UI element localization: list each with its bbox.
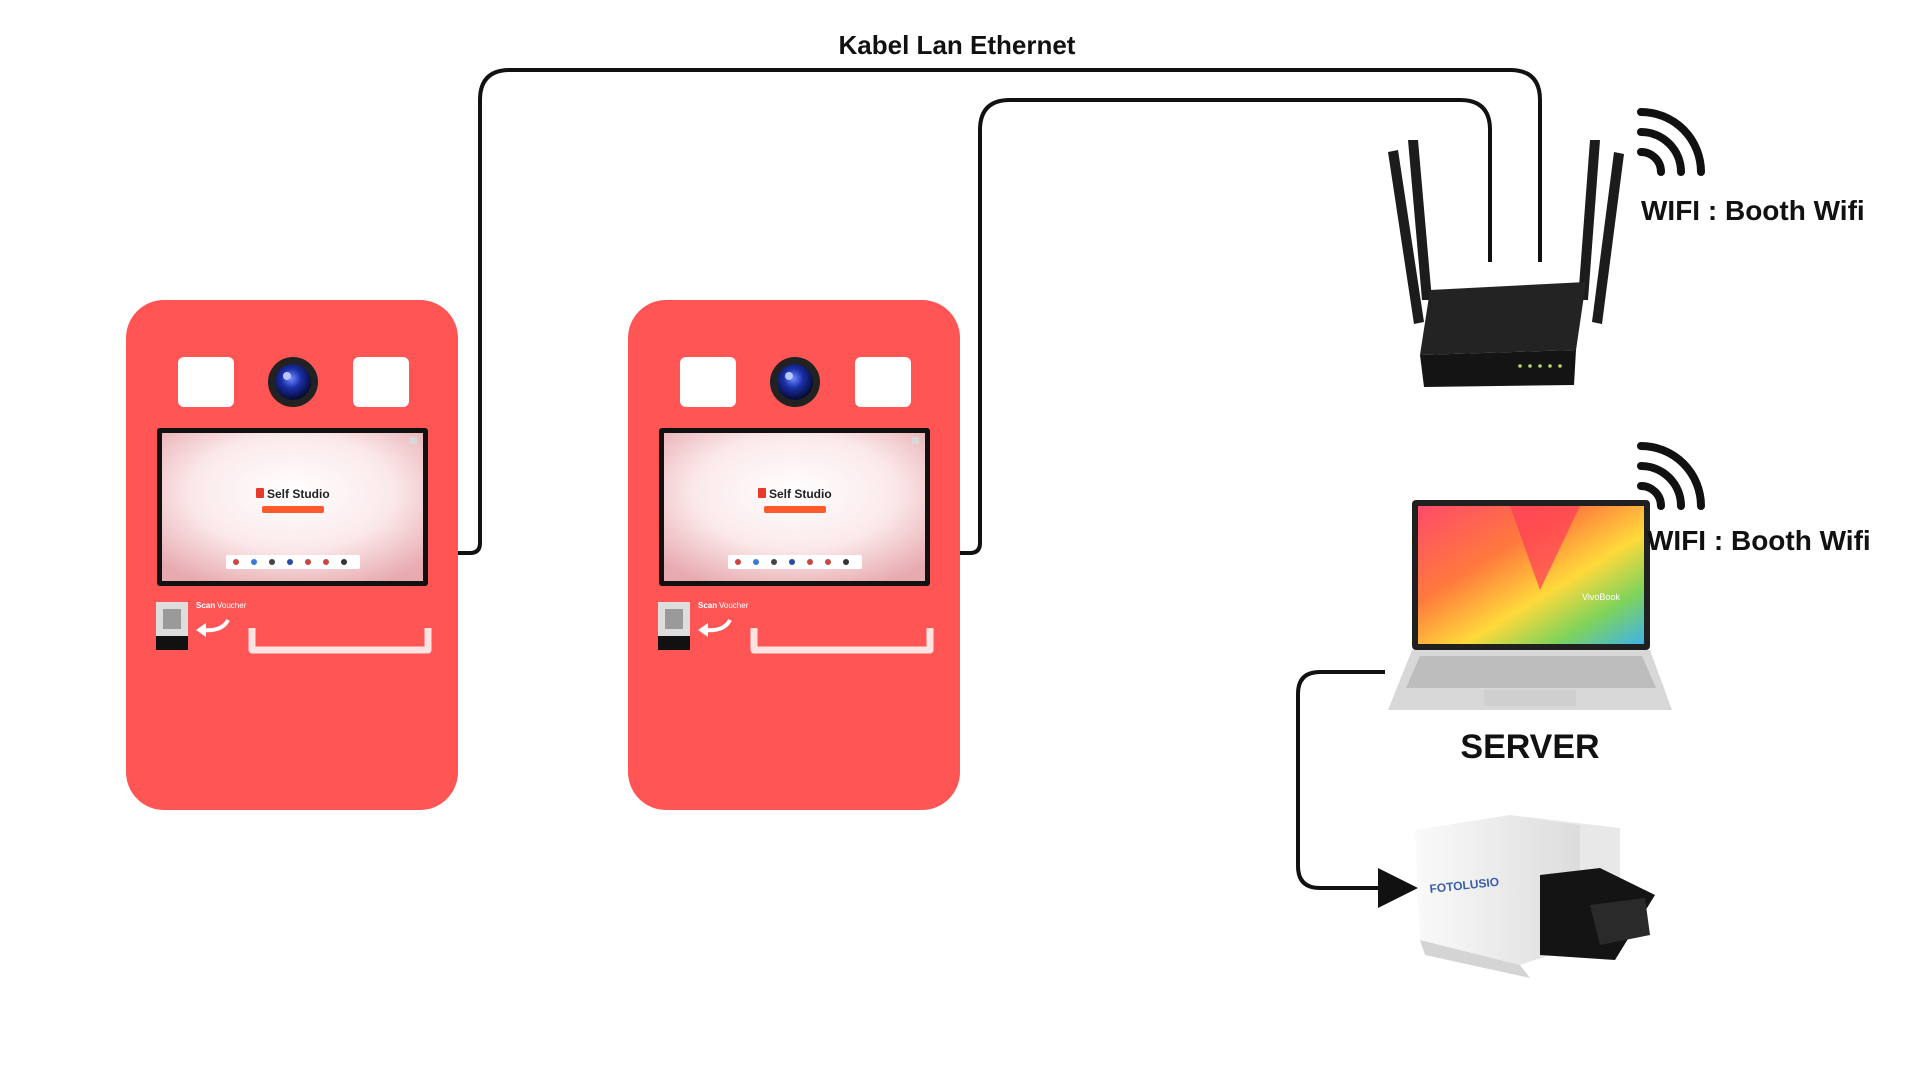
scan-voucher-text: Voucher [217,601,247,610]
scan-voucher-bold: Scan [698,601,717,610]
flash-light-right [353,357,409,407]
camera-lens-icon [770,357,820,407]
cable-label: Kabel Lan Ethernet [839,30,1076,60]
start-button[interactable] [764,506,826,513]
laptop-wifi-label: WIFI : Booth Wifi [1647,525,1871,556]
screen-corner-button[interactable] [912,437,919,444]
screen-brand: Self Studio [769,487,832,501]
ethernet-cable-booth-1 [454,68,1542,555]
router-wifi-label: WIFI : Booth Wifi [1641,195,1865,226]
ethernet-cable-booth-2 [955,98,1492,555]
start-button[interactable] [262,506,324,513]
laptop-server: VivoBook [1388,500,1672,710]
router-top [1420,282,1586,355]
printer-body [1415,815,1580,965]
wifi-signal-icon [1637,442,1705,510]
wifi-router [1388,140,1624,387]
photo-booth-2: Self Studio Scan Voucher [628,300,960,810]
camera-lens-icon [268,357,318,407]
photo-output-slot [750,628,934,654]
curved-arrow-icon [196,618,230,637]
flash-light-left [680,357,736,407]
flash-light-left [178,357,234,407]
scanner-icon[interactable] [658,602,690,650]
curved-arrow-icon [698,618,732,637]
laptop-keyboard [1406,656,1656,688]
server-label: SERVER [1460,728,1599,766]
screen-corner-button[interactable] [410,437,417,444]
wifi-signal-icon [1637,108,1705,176]
router-front [1420,350,1576,387]
router-antennas [1388,140,1624,324]
printer-base [1420,940,1530,978]
router-status-leds [1518,364,1562,368]
touch-screen[interactable]: Self Studio [659,428,930,586]
scan-voucher-text: Voucher [719,601,749,610]
flash-light-right [855,357,911,407]
screen-brand: Self Studio [267,487,330,501]
scan-voucher-bold: Scan [196,601,215,610]
brand-logo-icon [256,488,264,498]
scanner-icon[interactable] [156,602,188,650]
laptop-brand: VivoBook [1582,592,1620,602]
touch-screen[interactable]: Self Studio [157,428,428,586]
laptop-trackpad [1484,690,1576,706]
brand-logo-icon [758,488,766,498]
usb-cable-laptop-printer [1296,670,1418,908]
photo-printer: FOTOLUSIO [1415,815,1655,978]
photo-booth-1: Self Studio Scan Voucher [126,300,458,810]
photo-output-slot [248,628,432,654]
